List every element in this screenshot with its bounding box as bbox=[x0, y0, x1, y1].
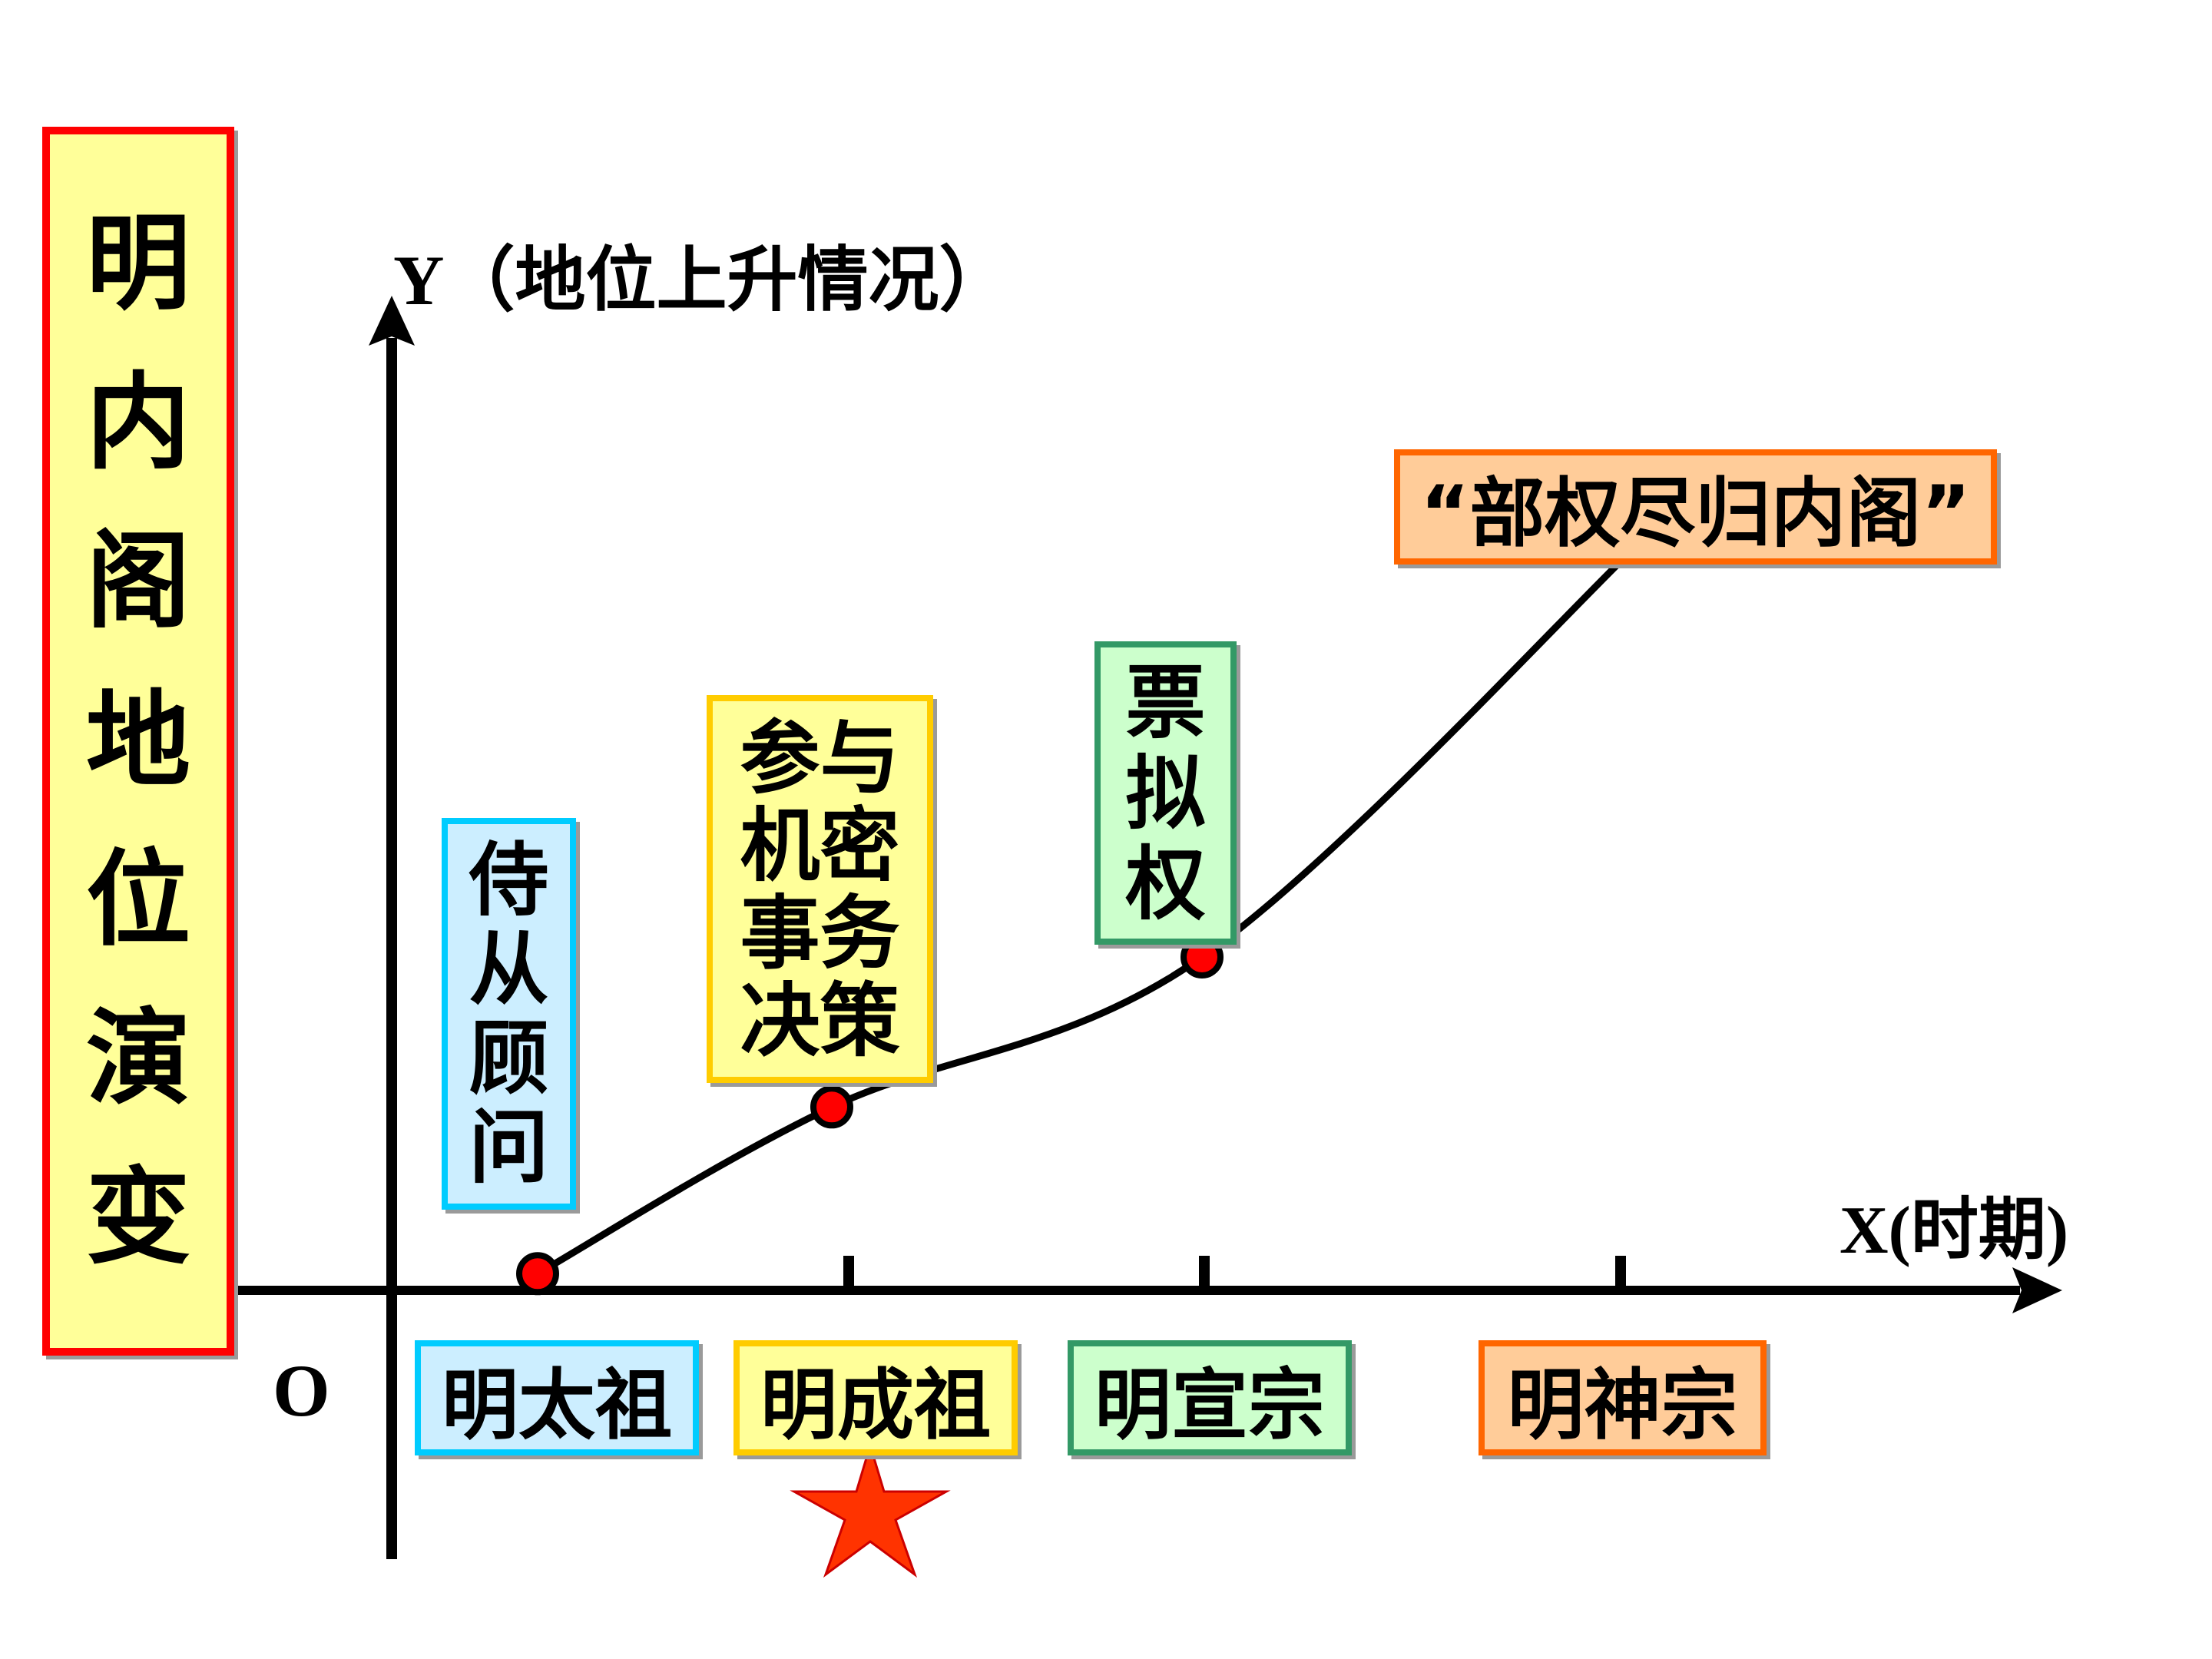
period-label: 明神宗 bbox=[1507, 1359, 1738, 1450]
role-text: 顾 bbox=[469, 1012, 549, 1105]
role-text: “部权尽归内阁” bbox=[1420, 470, 1971, 558]
role-box-canyu: 参与 机密 事务 决策 bbox=[707, 695, 933, 1083]
role-text: 决策 bbox=[740, 973, 900, 1068]
role-text: 票 bbox=[1125, 655, 1206, 750]
origin-label: O bbox=[273, 1349, 330, 1432]
title-box: 明 内 阁 地 位 演 变 bbox=[42, 127, 234, 1356]
role-text: 问 bbox=[469, 1101, 549, 1194]
role-text: 侍 bbox=[469, 833, 549, 927]
x-axis-arrow bbox=[2012, 1267, 2062, 1313]
period-box-shenzong: 明神宗 bbox=[1479, 1340, 1767, 1455]
title-char: 明 bbox=[86, 204, 190, 325]
period-label: 明成祖 bbox=[760, 1359, 991, 1450]
title-char: 位 bbox=[86, 839, 190, 961]
period-box-xuanzong: 明宣宗 bbox=[1068, 1340, 1352, 1455]
star-icon bbox=[790, 1441, 951, 1578]
title-char: 地 bbox=[86, 680, 190, 802]
data-point bbox=[810, 1085, 853, 1129]
role-text: 事务 bbox=[740, 886, 900, 980]
role-box-buquan: “部权尽归内阁” bbox=[1394, 449, 1997, 565]
role-text: 参与 bbox=[740, 710, 900, 805]
period-box-taizu: 明太祖 bbox=[415, 1340, 699, 1455]
role-text: 拟 bbox=[1125, 746, 1206, 840]
period-label: 明太祖 bbox=[442, 1359, 672, 1450]
role-text: 从 bbox=[469, 922, 549, 1016]
title-char: 变 bbox=[86, 1157, 190, 1279]
role-text: 机密 bbox=[740, 798, 900, 892]
y-axis-label: Y（地位上升情况） bbox=[393, 241, 1010, 320]
title-char: 阁 bbox=[86, 522, 190, 643]
x-axis-label: X(时期) bbox=[1839, 1194, 2069, 1268]
title-char: 演 bbox=[86, 998, 190, 1120]
period-label: 明宣宗 bbox=[1094, 1359, 1325, 1450]
growth-curve bbox=[534, 537, 1646, 1277]
y-axis-arrow bbox=[369, 296, 415, 346]
data-point bbox=[516, 1252, 559, 1296]
role-text: 权 bbox=[1125, 836, 1206, 931]
period-box-chengzu: 明成祖 bbox=[733, 1340, 1018, 1455]
role-box-shicong: 侍 从 顾 问 bbox=[442, 818, 576, 1210]
title-char: 内 bbox=[86, 363, 190, 484]
role-box-piaoni: 票 拟 权 bbox=[1094, 641, 1237, 945]
